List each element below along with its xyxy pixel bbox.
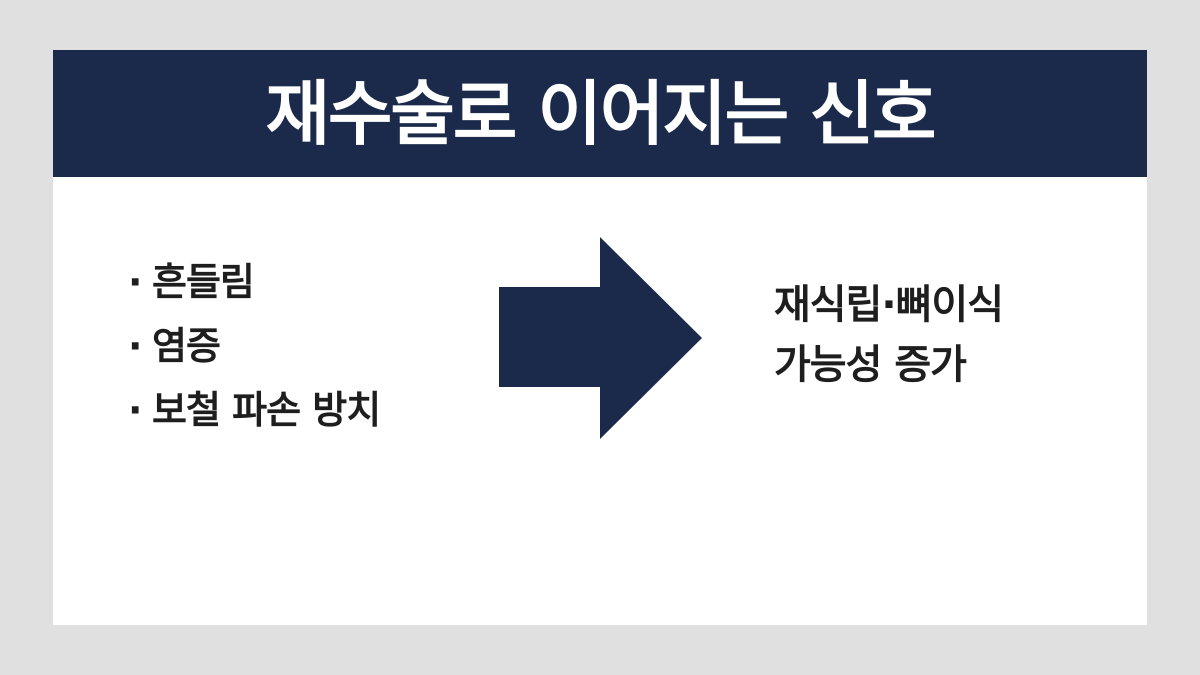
title-banner: 재수술로 이어지는 신호 xyxy=(53,50,1147,177)
result-line-2: 가능성 증가 xyxy=(774,342,967,388)
bullet-dot: · xyxy=(128,388,142,432)
cause-list: ·흔들림 ·염증 ·보철 파손 방치 xyxy=(128,250,381,442)
cause-item-prosthesis-damage: ·보철 파손 방치 xyxy=(128,378,381,442)
cause-item-inflammation: ·염증 xyxy=(128,314,380,378)
cause-item-shaking: ·흔들림 xyxy=(128,250,380,314)
bullet-dot: · xyxy=(128,324,142,368)
bullet-dot: · xyxy=(128,260,142,304)
cause-label: 염증 xyxy=(152,324,221,368)
result-line-1: 재식립·뼈이식 xyxy=(774,282,1004,328)
slide-card: 재수술로 이어지는 신호 ·흔들림 ·염증 ·보철 파손 방치 재식립·뼈이식 … xyxy=(53,50,1147,625)
result-block: 재식립·뼈이식 가능성 증가 xyxy=(774,275,1004,395)
cause-label: 보철 파손 방치 xyxy=(152,388,381,432)
right-arrow-icon xyxy=(499,237,702,439)
cause-label: 흔들림 xyxy=(152,260,255,304)
slide-title: 재수술로 이어지는 신호 xyxy=(265,72,937,155)
